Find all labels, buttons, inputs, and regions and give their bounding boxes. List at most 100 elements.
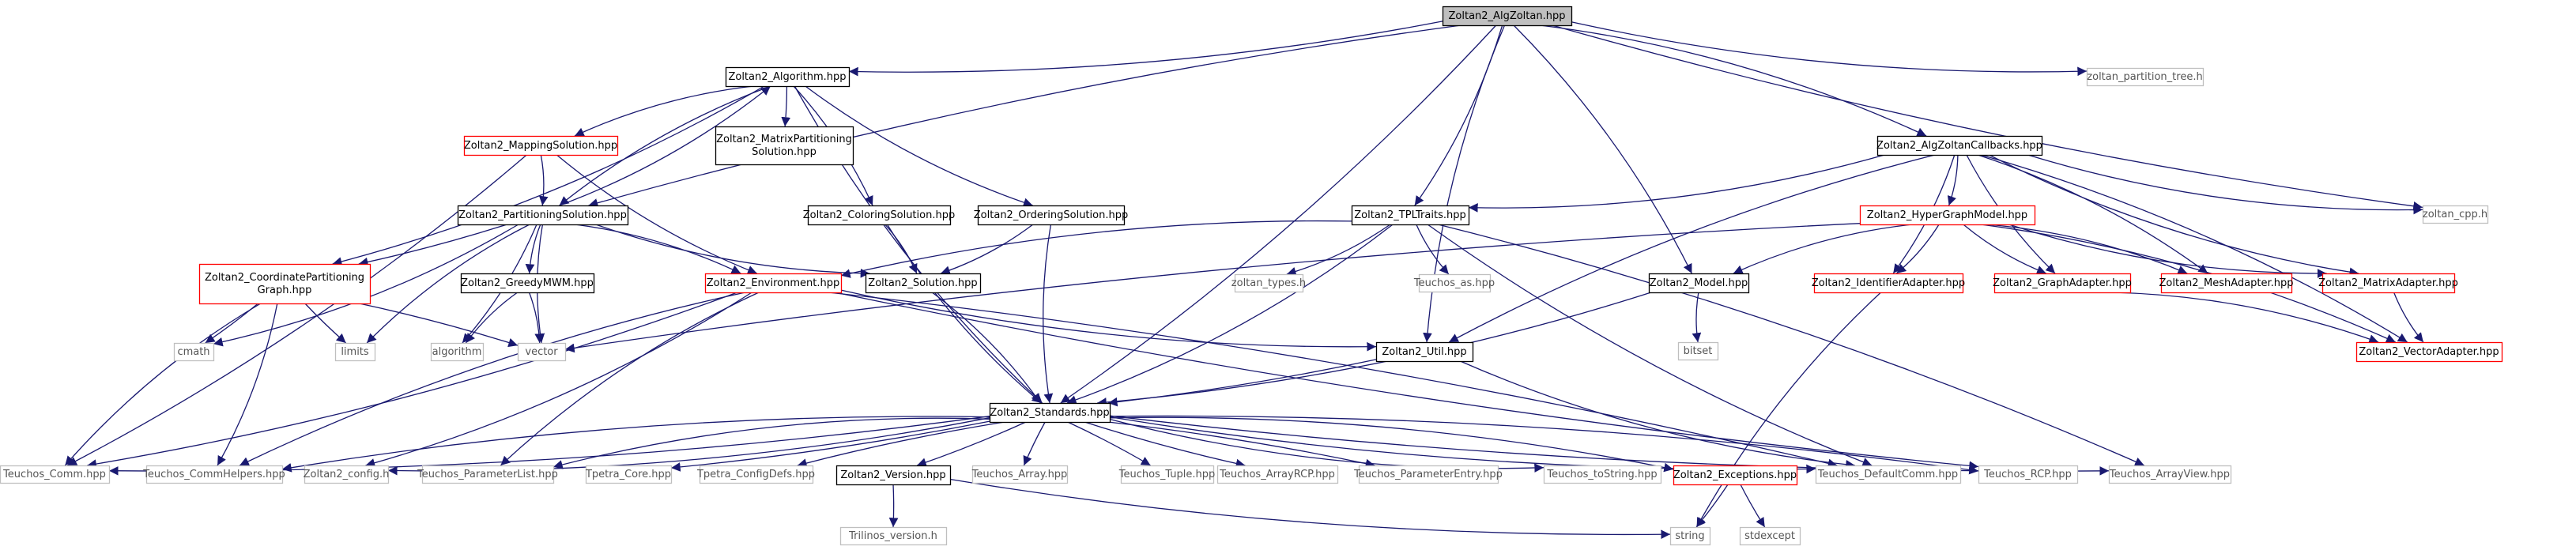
edge-hgm-to-idad xyxy=(1895,224,1940,274)
node-box xyxy=(460,273,595,294)
node-env[interactable]: Zoltan2_Environment.hpp xyxy=(704,273,843,294)
node-label: Zoltan2_MatrixPartitioning xyxy=(716,134,852,145)
edge-algorithm-to-cpg xyxy=(332,85,765,266)
node-box xyxy=(1739,526,1801,546)
node-box xyxy=(0,465,111,484)
edge-algzcb-to-matad xyxy=(1989,154,2359,277)
node-ztypes: zoltan_types.h xyxy=(1231,273,1306,293)
edge-std-to-tarcp xyxy=(1084,421,1246,469)
edge-tpl-to-std xyxy=(1066,224,1394,405)
edge-partsol-to-limits xyxy=(366,224,530,344)
edge-hgm-to-model xyxy=(1733,224,1913,274)
node-box xyxy=(1375,341,1474,363)
node-trilv: Trilinos_version.h xyxy=(839,526,948,546)
node-label: Zoltan2_Standards.hpp xyxy=(990,407,1109,419)
edge-mapsol-to-env xyxy=(556,154,757,275)
edge-ver-to-trilv xyxy=(888,484,899,528)
node-label: Zoltan2_MappingSolution.hpp xyxy=(464,140,617,152)
node-util[interactable]: Zoltan2_Util.hpp xyxy=(1375,341,1474,363)
edge-env-to-util xyxy=(840,289,1377,352)
node-vecad[interactable]: Zoltan2_VectorAdapter.hpp xyxy=(2355,341,2503,363)
edge-std-to-ttup xyxy=(1067,421,1151,466)
node-box xyxy=(2086,67,2204,87)
node-box xyxy=(585,465,673,484)
node-tpe: Teuchos_ParameterEntry.hpp xyxy=(1353,465,1503,484)
edge-model-to-std xyxy=(1097,292,1652,407)
node-colsol[interactable]: Zoltan2_ColoringSolution.hpp xyxy=(803,205,955,226)
node-label: string xyxy=(1675,530,1704,542)
node-string: string xyxy=(1669,526,1711,546)
node-label: Zoltan2_Exceptions.hpp xyxy=(1673,469,1797,481)
edge-colsol-to-sol xyxy=(884,224,918,274)
node-ver[interactable]: Zoltan2_Version.hpp xyxy=(835,465,952,486)
node-root[interactable]: Zoltan2_AlgZoltan.hpp xyxy=(1442,6,1573,27)
node-gmwm[interactable]: Zoltan2_GreedyMWM.hpp xyxy=(460,273,595,294)
node-label: Teuchos_Tuple.hpp xyxy=(1118,469,1216,480)
edge-hgm-to-vector xyxy=(564,223,1861,353)
node-label: Zoltan2_Environment.hpp xyxy=(707,277,839,289)
edge-algzcb-to-tpl xyxy=(1468,154,1885,213)
node-label: Zoltan2_VectorAdapter.hpp xyxy=(2359,346,2499,358)
edge-root-to-zpt xyxy=(1571,21,2088,77)
node-box xyxy=(1876,135,2043,156)
node-exc[interactable]: Zoltan2_Exceptions.hpp xyxy=(1673,465,1798,486)
edge-algzcb-to-util xyxy=(1448,154,1936,343)
edge-util-to-std xyxy=(1107,359,1377,407)
node-label: Zoltan2_Version.hpp xyxy=(840,469,945,481)
node-tpl[interactable]: Zoltan2_TPLTraits.hpp xyxy=(1351,205,1470,226)
edge-partsol-to-env xyxy=(575,224,741,274)
node-label: Solution.hpp xyxy=(752,146,817,158)
node-tpl2: Teuchos_ParameterList.hpp xyxy=(417,465,558,484)
edge-algorithm-to-mapsol xyxy=(574,85,754,137)
node-algo: algorithm xyxy=(430,342,485,362)
node-mesh[interactable]: Zoltan2_MeshAdapter.hpp xyxy=(2159,273,2294,294)
node-hgm[interactable]: Zoltan2_HyperGraphModel.hpp xyxy=(1859,205,2036,226)
node-box xyxy=(1358,465,1499,484)
edge-algzcb-to-hgm xyxy=(1947,154,1959,206)
edge-env-to-tdc xyxy=(828,292,1838,469)
node-label: limits xyxy=(341,346,369,358)
node-idad[interactable]: Zoltan2_IdentifierAdapter.hpp xyxy=(1812,273,1965,294)
node-label: Zoltan2_GreedyMWM.hpp xyxy=(461,277,594,289)
node-box xyxy=(865,273,982,294)
node-std[interactable]: Zoltan2_Standards.hpp xyxy=(989,402,1111,424)
node-label: Zoltan2_CoordinatePartitioning xyxy=(205,272,364,284)
node-label: Zoltan2_config.h xyxy=(304,469,390,480)
node-sol[interactable]: Zoltan2_Solution.hpp xyxy=(865,273,982,294)
node-label: algorithm xyxy=(432,346,482,358)
edge-ordsol-to-sol xyxy=(940,224,1034,275)
node-model[interactable]: Zoltan2_Model.hpp xyxy=(1648,273,1750,294)
edge-cpg-to-tcomm xyxy=(64,303,262,466)
node-box xyxy=(1673,465,1798,486)
edge-std-to-trcp xyxy=(1109,415,1979,475)
node-label: Zoltan2_Algorithm.hpp xyxy=(728,71,846,83)
node-gad[interactable]: Zoltan2_GraphAdapter.hpp xyxy=(1993,273,2132,294)
node-label: Teuchos_CommHelpers.hpp xyxy=(142,469,285,480)
node-label: Zoltan2_TPLTraits.hpp xyxy=(1354,209,1465,221)
node-bitset: bitset xyxy=(1677,341,1719,361)
node-label: Zoltan2_MatrixAdapter.hpp xyxy=(2318,277,2458,289)
edge-std-to-tpe xyxy=(1107,421,1375,469)
edge-idad-to-string xyxy=(1696,292,1882,528)
node-ordsol[interactable]: Zoltan2_OrderingSolution.hpp xyxy=(974,205,1128,226)
node-tarcp: Teuchos_ArrayRCP.hpp xyxy=(1216,465,1339,484)
node-partsol[interactable]: Zoltan2_PartitioningSolution.hpp xyxy=(457,205,629,226)
node-matad[interactable]: Zoltan2_MatrixAdapter.hpp xyxy=(2318,273,2458,294)
node-box xyxy=(457,205,629,226)
node-box xyxy=(835,465,952,486)
node-box xyxy=(517,342,567,362)
edge-root-to-util xyxy=(1423,24,1506,343)
node-algzcb[interactable]: Zoltan2_AlgZoltanCallbacks.hpp xyxy=(1876,135,2043,156)
node-box xyxy=(807,205,952,226)
node-box xyxy=(1120,465,1215,484)
edge-mapsol-to-partsol xyxy=(538,154,549,206)
edge-std-to-tpcore xyxy=(670,420,990,472)
node-label: Zoltan2_AlgZoltanCallbacks.hpp xyxy=(1876,140,2042,152)
node-mapsol[interactable]: Zoltan2_MappingSolution.hpp xyxy=(463,135,619,156)
node-label: Zoltan2_MeshAdapter.hpp xyxy=(2159,277,2293,289)
edge-algzcb-to-zcpp xyxy=(2027,154,2423,215)
node-algorithm[interactable]: Zoltan2_Algorithm.hpp xyxy=(725,66,850,88)
node-label: Teuchos_Array.hpp xyxy=(971,469,1068,480)
